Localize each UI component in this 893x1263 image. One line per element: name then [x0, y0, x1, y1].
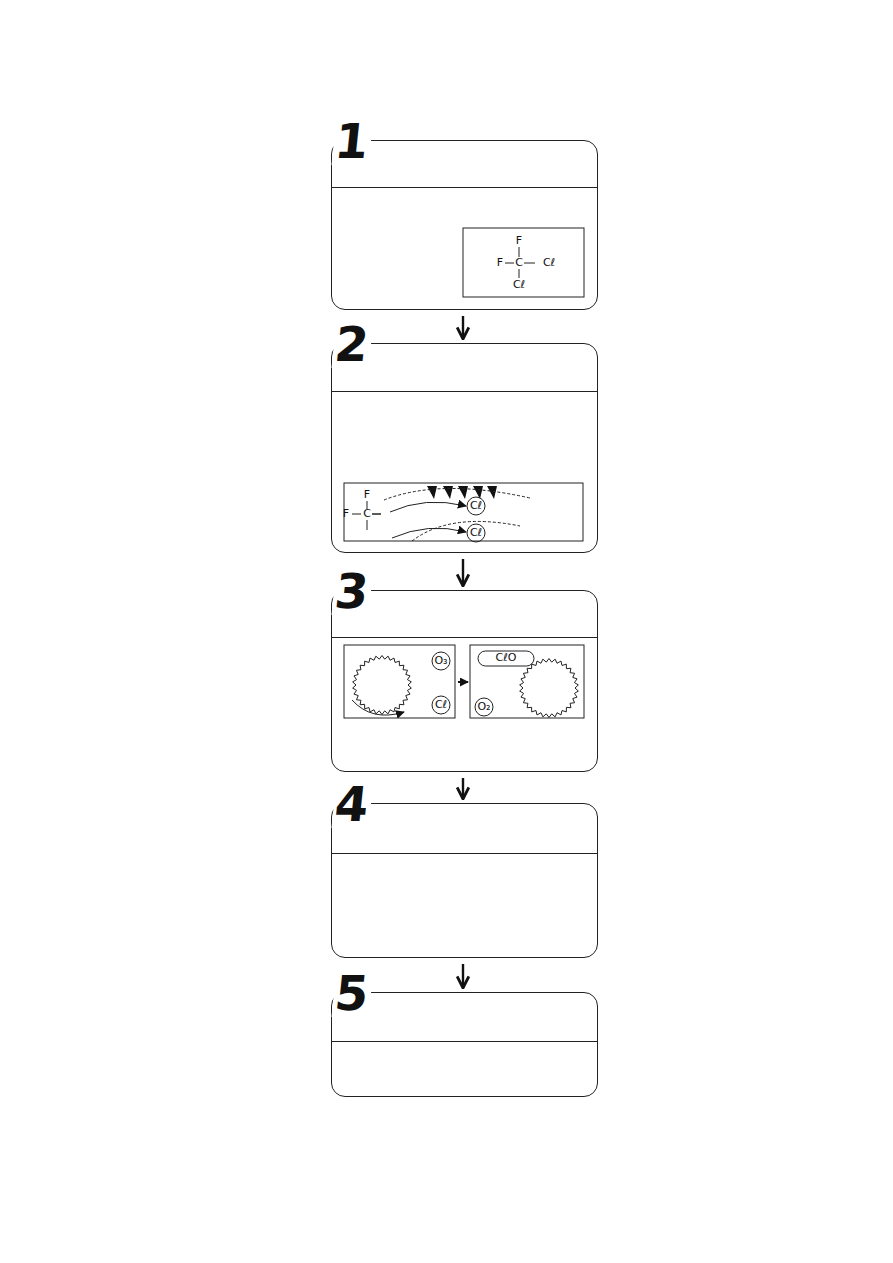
atom-circle [475, 698, 493, 716]
chem-label: F [364, 489, 370, 501]
arc [384, 488, 530, 500]
uv-rays [427, 486, 497, 499]
divider-line [332, 1041, 597, 1042]
bond [367, 520, 368, 530]
reaction-panel [470, 645, 584, 718]
formula-panel [463, 228, 584, 297]
connectors [463, 316, 464, 988]
chem-label: F [516, 235, 522, 247]
divider-line [332, 637, 597, 638]
flow-arrow [462, 778, 464, 799]
bond [372, 514, 381, 515]
divider-line [332, 391, 597, 392]
bond [352, 514, 361, 515]
chem-label: Cℓ [513, 279, 525, 291]
chem-label: F [497, 257, 503, 269]
flow-arrow [462, 559, 464, 586]
step-box: 3 [331, 590, 598, 772]
bond [519, 247, 520, 257]
step-number: 4 [331, 780, 373, 828]
chem-label: Cℓ [543, 257, 555, 269]
molecule-pill [478, 651, 534, 666]
atom-circle [467, 524, 485, 542]
step-number: 5 [331, 969, 373, 1017]
divider-line [332, 187, 597, 188]
chem-label: Cℓ [470, 527, 482, 539]
bond [505, 263, 514, 264]
reaction-arrow [458, 681, 468, 683]
atom-circle [432, 696, 450, 714]
flow-arrow [462, 964, 464, 988]
release-arrow [390, 502, 466, 512]
flow-arrow [462, 316, 464, 339]
step-box: 5 [331, 992, 598, 1097]
step-box: 2 [331, 343, 598, 553]
chem-label: C [363, 508, 371, 520]
motion-arrow [352, 700, 404, 715]
step-number: 1 [331, 117, 373, 165]
chem-label: Cℓ [470, 500, 482, 512]
uv-panel [344, 483, 583, 541]
chem-label: C [515, 257, 523, 269]
step-box: 1 [331, 140, 598, 310]
bond [372, 514, 381, 515]
reaction-panel [344, 645, 455, 718]
atom-circle [432, 652, 450, 670]
divider-line [332, 853, 597, 854]
chemistry-illustration [344, 228, 584, 718]
atom-circle [467, 497, 485, 515]
step-number: 3 [331, 567, 373, 615]
step-number: 2 [331, 320, 373, 368]
chem-label: Cℓ [435, 699, 447, 711]
ozone-layer [353, 656, 412, 715]
chem-label: F [343, 508, 349, 520]
chem-label: O₃ [434, 655, 447, 667]
arc [412, 521, 520, 541]
bond [524, 263, 535, 264]
ozone-layer [520, 659, 579, 718]
step-box: 4 [331, 803, 598, 958]
bond [519, 269, 520, 278]
chem-label: O₂ [477, 701, 490, 713]
chem-label: CℓO [496, 652, 517, 664]
release-arrow [392, 528, 466, 538]
